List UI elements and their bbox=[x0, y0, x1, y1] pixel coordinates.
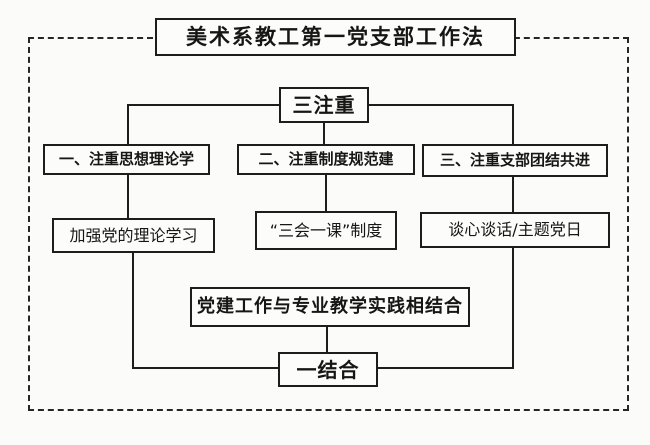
connector-detail-1-to-bottom bbox=[132, 253, 278, 369]
connector-top-to-branch-3 bbox=[368, 104, 514, 144]
node-branch-2-detail: “三会一课”制度 bbox=[255, 211, 397, 250]
node-integration: 党建工作与专业教学实践相结合 bbox=[190, 287, 470, 327]
node-branch-3-detail: 谈心谈话/主题党日 bbox=[420, 212, 610, 248]
node-three-emphases: 三注重 bbox=[279, 87, 369, 123]
connector-detail-3-to-bottom bbox=[378, 248, 514, 369]
node-branch-1-detail: 加强党的理论学习 bbox=[52, 218, 215, 253]
node-branch-3-heading: 三、注重支部团结共进 bbox=[422, 144, 608, 177]
node-branch-2-heading: 二、注重制度规范建 bbox=[237, 144, 415, 175]
diagram-title: 美术系教工第一党支部工作法 bbox=[155, 18, 516, 56]
connector-top-to-branch-1 bbox=[127, 104, 279, 144]
node-branch-1-heading: 一、注重思想理论学 bbox=[43, 144, 210, 175]
node-one-integration: 一结合 bbox=[278, 352, 378, 387]
